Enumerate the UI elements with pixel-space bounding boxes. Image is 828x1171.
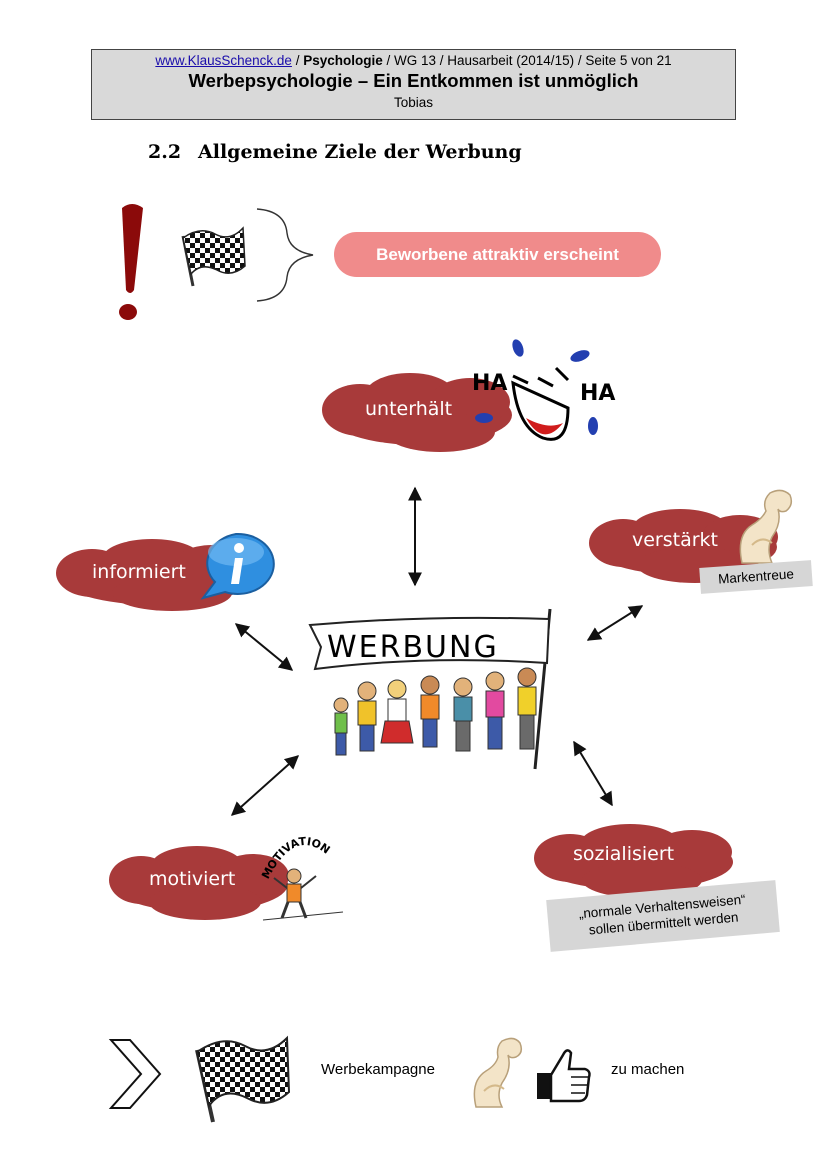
subject-label: Psychologie: [303, 53, 383, 68]
brace-icon: [256, 208, 314, 302]
section-title: Allgemeine Ziele der Werbung: [198, 141, 522, 163]
muscle-arm-icon-bottom: [473, 1037, 523, 1108]
motivation-figure-icon: MOTIVATION: [259, 835, 344, 921]
chevron-right-icon: [108, 1039, 162, 1109]
cloud-label-verstaerkt: verstärkt: [632, 529, 719, 551]
svg-text:HA: HA: [580, 381, 615, 406]
svg-text:HA: HA: [472, 371, 507, 396]
laughing-face-icon: HA HA: [472, 339, 615, 441]
cloud-unterhaelt: [322, 373, 512, 452]
cloud-label-sozialisiert: sozialisiert: [573, 843, 675, 865]
bottom-text-zu-machen: zu machen: [611, 1061, 685, 1078]
muscle-arm-icon: [739, 489, 793, 564]
goal-pill: Beworbene attraktiv erscheint: [334, 232, 661, 277]
bottom-text-werbekampagne: Werbekampagne: [321, 1061, 435, 1078]
cloud-informiert: [56, 539, 255, 611]
marching-people: [333, 667, 537, 756]
arrow-sozialisiert: [573, 740, 613, 807]
website-link[interactable]: www.KlausSchenck.de: [155, 53, 292, 68]
cloud-label-unterhaelt: unterhält: [365, 398, 453, 420]
werbung-banner-illustration: WERBUNG: [308, 608, 552, 770]
arrow-informiert: [234, 623, 294, 671]
arrow-verstaerkt: [586, 605, 644, 641]
header-meta-rest: / WG 13 / Hausarbeit (2014/15) / Seite 5…: [382, 53, 672, 68]
document-header: www.KlausSchenck.de / Psychologie / WG 1…: [91, 49, 736, 120]
thumbs-up-icon: [537, 1049, 591, 1103]
author-name: Tobias: [393, 95, 434, 110]
section-heading: 2.2 Allgemeine Ziele der Werbung: [148, 141, 522, 163]
checkered-flag-icon: [181, 226, 246, 287]
cloud-label-motiviert: motiviert: [149, 868, 236, 890]
checkered-flag-icon-large: [195, 1035, 291, 1123]
exclamation-icon: [119, 204, 143, 320]
section-number: 2.2: [148, 141, 182, 163]
document-title: Werbepsychologie – Ein Entkommen ist unm…: [188, 70, 639, 91]
cloud-motiviert: [109, 846, 289, 920]
arrow-motiviert: [230, 755, 300, 816]
header-meta-line: www.KlausSchenck.de / Psychologie / WG 1…: [155, 53, 672, 68]
cloud-label-informiert: informiert: [92, 561, 186, 583]
svg-text:WERBUNG: WERBUNG: [327, 630, 499, 665]
info-icon: [200, 532, 275, 600]
